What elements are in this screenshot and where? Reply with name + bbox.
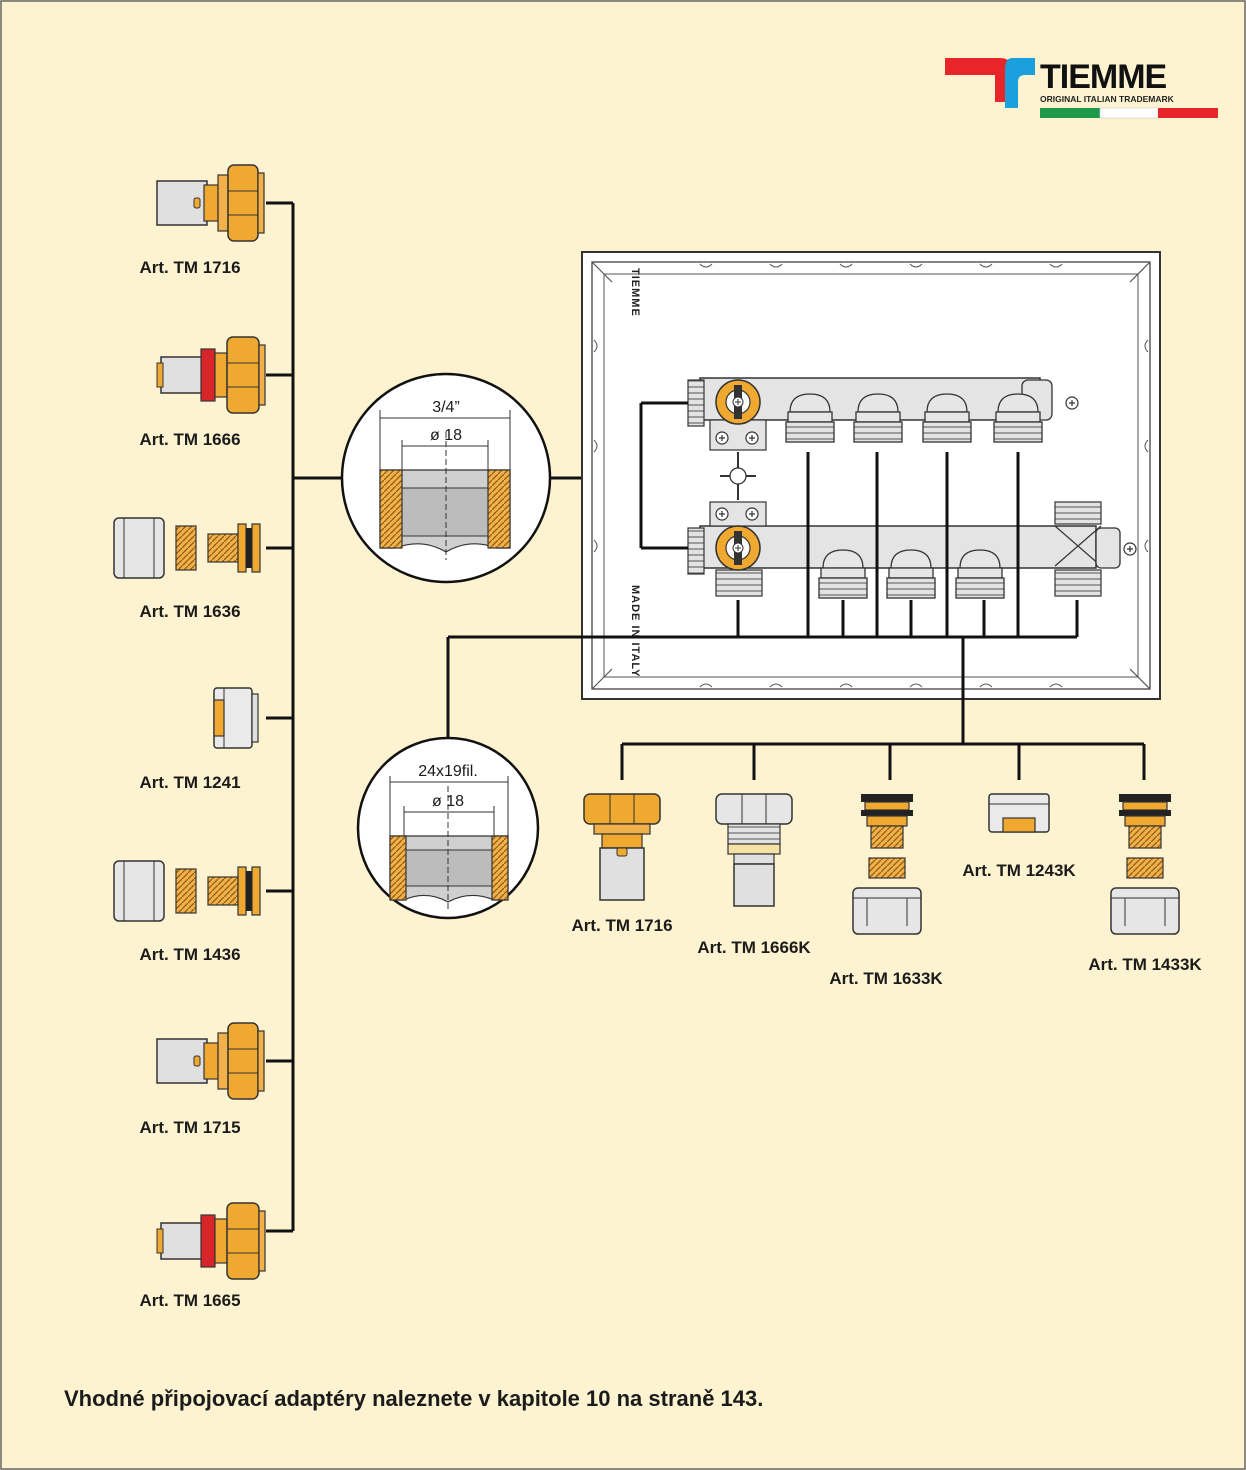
left-fitting-5: Art. TM 1436 [113,860,261,964]
dimension-inner: ø 18 [432,793,464,810]
bottom-fitting-5: Art. TM 1433K [1088,793,1202,974]
bottom-fitting-label: Art. TM 1666K [697,938,811,957]
logo-tagline: ORIGINAL ITALIAN TRADEMARK [1040,94,1175,104]
outlet-icon [853,393,903,443]
bottom-fitting-label: Art. TM 1433K [1088,955,1202,974]
screw-icon [745,507,759,521]
ball-valve-icon [715,525,761,571]
dimension-outer: 24x19fil. [418,763,478,780]
bottom-fitting-3: Art. TM 1633K [829,793,943,988]
outlet-icon [818,549,868,599]
footer-note: Vhodné připojovací adaptéry naleznete v … [64,1386,763,1411]
press-adapter-icon [583,793,661,901]
bottom-fitting-label: Art. TM 1633K [829,969,943,988]
bottom-fitting-4: Art. TM 1243K [962,793,1076,880]
bottom-fitting-2: Art. TM 1666K [697,793,811,957]
left-fitting-label: Art. TM 1716 [139,258,240,277]
compression-adapter-stacked-icon [852,793,922,935]
left-fitting-label: Art. TM 1636 [139,602,240,621]
bottom-fitting-label: Art. TM 1243K [962,861,1076,880]
outlet-lines [446,452,1146,780]
eurocone-insert-icon [988,793,1050,833]
press-adapter-red-ring-icon [156,1202,266,1280]
bottom-fitting-1: Art. TM 1716 [571,793,673,935]
cabinet-brand-text: TIEMME [629,268,641,317]
dimension-outer: 3/4” [432,399,460,416]
outlet-icon [955,549,1005,599]
left-fitting-1: Art. TM 1716 [139,164,265,277]
end-cap-icon [1123,542,1137,556]
dimension-inner: ø 18 [430,427,462,444]
left-tree-lines [266,201,345,1233]
logo-blue-shape [1005,58,1035,108]
eurocone-insert-icon [213,687,259,749]
left-fitting-3: Art. TM 1636 [113,517,261,621]
screw-icon [715,507,729,521]
compression-adapter-stacked-icon [1110,793,1180,935]
press-adapter-red-ring-icon [156,336,266,414]
bottom-fitting-label: Art. TM 1716 [571,916,672,935]
outlet-icon [886,549,936,599]
logo-red-shape [945,58,1012,102]
detail-circle-bottom: 24x19fil. ø 18 [356,736,540,920]
press-adapter-chrome-icon [715,793,793,907]
press-adapter-icon [156,1022,265,1100]
ball-valve-icon [715,379,761,425]
left-fitting-7: Art. TM 1665 [139,1202,266,1310]
outlet-icon [785,393,835,443]
left-fitting-label: Art. TM 1715 [139,1118,240,1137]
left-fitting-2: Art. TM 1666 [139,336,266,449]
flag-white [1099,107,1159,119]
left-fitting-label: Art. TM 1436 [139,945,240,964]
left-fitting-6: Art. TM 1715 [139,1022,265,1137]
flag-green [1040,108,1100,118]
cabinet-origin-text: MADE IN ITALY [629,585,641,677]
flag-red [1158,108,1218,118]
left-fitting-label: Art. TM 1665 [139,1291,240,1310]
left-fitting-label: Art. TM 1666 [139,430,240,449]
end-cap-icon [1065,396,1079,410]
screw-icon [745,431,759,445]
outlet-icon [922,393,972,443]
outlet-icon [993,393,1043,443]
screw-icon [715,431,729,445]
compression-adapter-icon [113,517,261,579]
compression-adapter-icon [113,860,261,922]
left-fitting-4: Art. TM 1241 [139,687,259,792]
tiemme-logo: TIEMME ORIGINAL ITALIAN TRADEMARK [945,58,1218,119]
manifold-cabinet: TIEMME MADE IN ITALY [581,251,1161,700]
left-fitting-label: Art. TM 1241 [139,773,240,792]
inlet-lines [639,401,688,550]
logo-wordmark: TIEMME [1040,58,1167,96]
detail-circle-top: 3/4” ø 18 [340,372,641,584]
press-adapter-icon [156,164,265,242]
